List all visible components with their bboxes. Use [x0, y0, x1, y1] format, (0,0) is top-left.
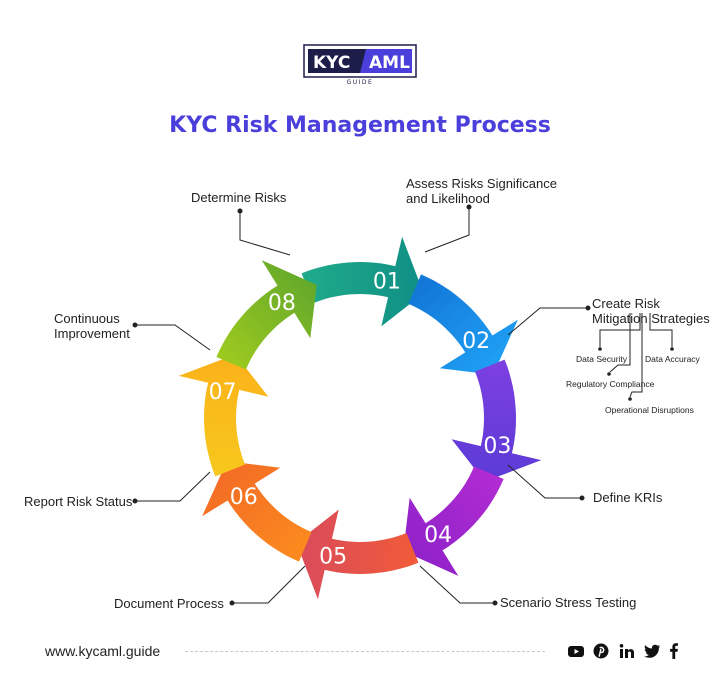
- step-arrow-01: [301, 236, 424, 327]
- label-report-risk-status: Report Risk Status: [24, 494, 133, 509]
- label-operational-disruptions: Operational Disruptions: [605, 405, 694, 415]
- step-number-05: 05: [319, 544, 347, 569]
- footer-divider: [185, 651, 545, 652]
- leader-line-02: [424, 207, 470, 253]
- pinterest-icon[interactable]: [592, 642, 610, 660]
- logo-guide-text: GUIDE: [347, 79, 374, 86]
- kycaml-logo: KYC AML GUIDE: [303, 44, 417, 86]
- step-number-08: 08: [268, 291, 296, 316]
- step-arrow-05: [296, 509, 419, 600]
- label-data-accuracy: Data Accuracy: [645, 354, 700, 364]
- step-arrow-02: [408, 274, 518, 375]
- leader-regulatory: [609, 313, 631, 373]
- label-document-process: Document Process: [114, 596, 224, 611]
- page-title: KYC Risk Management Process: [169, 113, 551, 138]
- step-arrow-07: [178, 354, 269, 477]
- label-continuous-line1: Continuous: [54, 311, 120, 326]
- linkedin-icon[interactable]: [618, 642, 636, 660]
- step-number-02: 02: [462, 329, 490, 354]
- label-create-line2: Mitigation Strategies: [592, 311, 710, 326]
- logo-kyc-text: KYC: [313, 53, 350, 73]
- step-number-03: 03: [483, 434, 511, 459]
- step-number-06: 06: [230, 485, 258, 510]
- label-determine-risks: Determine Risks: [191, 190, 287, 205]
- leader-line-04: [507, 464, 582, 499]
- logo-aml-text: AML: [369, 53, 410, 73]
- step-number-01: 01: [373, 270, 401, 295]
- leader-line-07: [135, 471, 211, 502]
- leader-data-security: [599, 313, 641, 347]
- leader-line-03: [507, 307, 588, 336]
- label-define-kris: Define KRIs: [593, 490, 663, 505]
- label-assess-line2: and Likelihood: [406, 191, 490, 206]
- label-scenario-stress-testing: Scenario Stress Testing: [500, 595, 637, 610]
- label-data-security: Data Security: [576, 354, 628, 364]
- twitter-icon[interactable]: [643, 642, 661, 660]
- label-continuous-line2: Improvement: [54, 326, 130, 341]
- step-arrow-03: [451, 359, 542, 482]
- leader-line-05: [419, 565, 495, 604]
- facebook-icon[interactable]: [665, 642, 683, 660]
- leader-operational: [629, 313, 643, 398]
- leader-data-accuracy: [649, 313, 673, 347]
- leader-line-06: [232, 565, 306, 604]
- step-arrow-06: [202, 461, 312, 562]
- label-assess-line1: Assess Risks Significance: [406, 176, 557, 191]
- youtube-icon[interactable]: [567, 642, 585, 660]
- label-create-line1: Create Risk: [592, 296, 660, 311]
- step-arrow-08: [216, 260, 317, 370]
- footer-website-link[interactable]: www.kycaml.guide: [45, 643, 161, 659]
- label-regulatory-compliance: Regulatory Compliance: [566, 379, 655, 389]
- step-number-04: 04: [424, 523, 452, 548]
- leader-line-01: [239, 211, 291, 256]
- step-arrow-04: [403, 466, 504, 576]
- leader-line-08: [135, 324, 211, 351]
- step-number-07: 07: [209, 380, 237, 405]
